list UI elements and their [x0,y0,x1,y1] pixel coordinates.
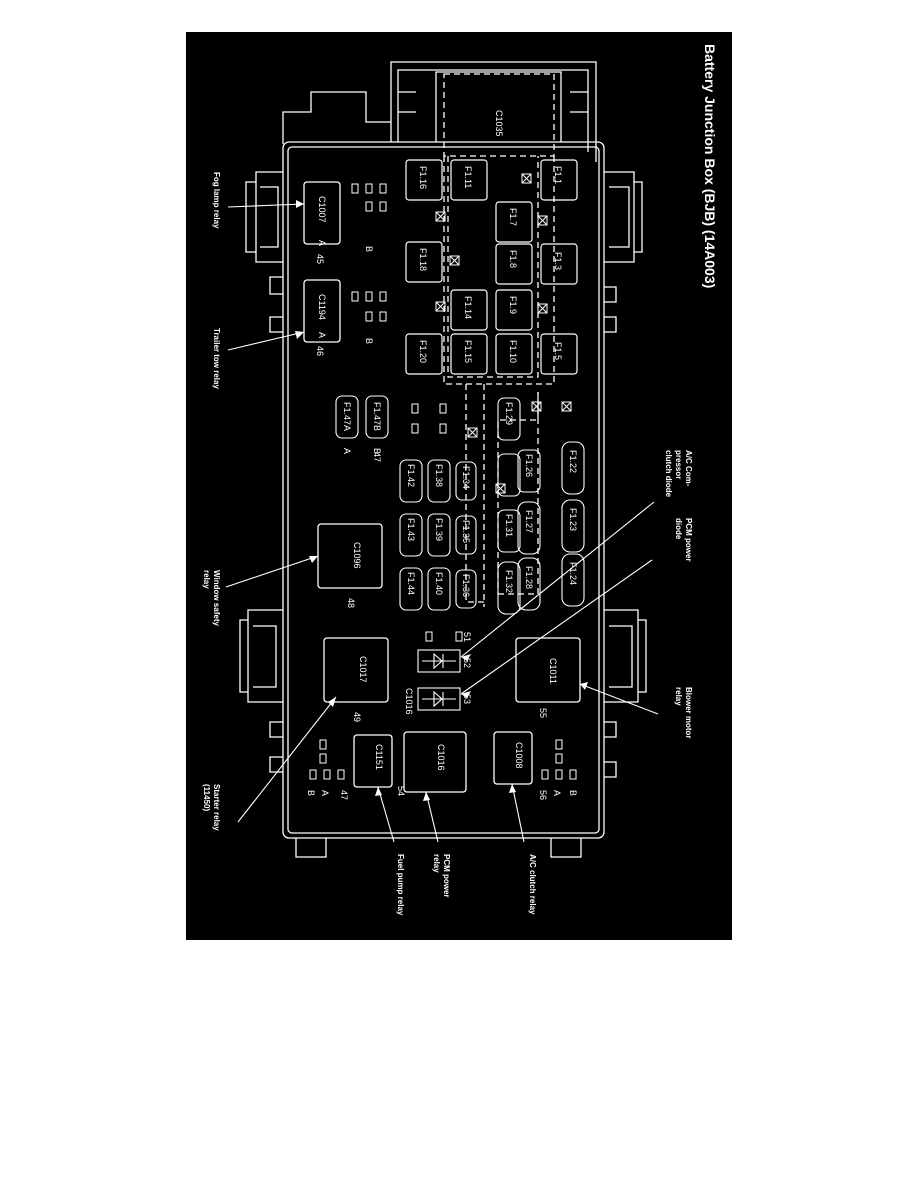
callout-fog-lamp-relay: Fog lamp relay [212,172,221,229]
fuse-label: F1.28 [524,566,534,589]
callout-pcm-power-relay: relay [432,854,441,873]
fuse-label: F1.23 [568,508,578,531]
diagram-title: Battery Junction Box (BJB) (14A003) [702,44,718,288]
pin-label-a: A [552,790,562,796]
callout-window-safety-relay: relay [202,570,211,589]
fuse-label: F1.40 [434,572,444,595]
fuse-label: F1.3 [553,252,563,270]
pin-label-45: 45 [315,254,325,264]
callout-blower-motor-relay: Blower motor [684,687,693,739]
fuse-label: F1.31 [504,514,514,537]
connector-c1016-diode: C1016 [404,688,414,715]
fuse-label: F1.5 [553,342,563,360]
connector-c1016-relay: C1016 [436,744,446,771]
fuse-label: F1.8 [508,250,518,268]
pin-label-56: 56 [538,790,548,800]
left-clip-2 [239,609,283,703]
fuse-label: F1.14 [463,296,473,319]
fuse-label: F1.20 [418,340,428,363]
left-clip [245,171,283,263]
pin-label-b: B [372,448,382,454]
connector-c1017: C1017 [358,656,368,683]
fuse-label: F1.47B [372,402,382,431]
callout-pcm-power-relay: PCM power [442,854,451,898]
callout-pcm-power-diode: diode [674,518,683,540]
callout-trailer-tow-relay: Trailer tow relay [212,328,221,389]
fuse-label: F1.36 [461,574,471,597]
pin-label-47b: 47 [339,790,349,800]
pin-label-55: 55 [538,708,548,718]
connector-c1151: C1151 [374,744,384,770]
fuse-label: F1.7 [508,208,518,226]
fuse-label: F1.39 [434,518,444,541]
connector-c1007: C1007 [317,196,327,223]
callout-ac-clutch-relay: A/C clutch relay [528,854,537,915]
right-clip [604,171,643,263]
fuse-label: F1.27 [524,510,534,533]
pin-label-54: 54 [396,786,406,796]
fuse-label: F1.15 [463,340,473,363]
fuse-label: F1.26 [524,454,534,477]
fuse-label: F1.11 [463,166,473,188]
pin-label-49: 49 [352,712,362,722]
callout-starter-relay: Starter relay [212,784,221,831]
fuse-label: F1.43 [406,518,416,541]
fuse-label: F1.1 [553,166,563,184]
fuse-label: F1.44 [406,572,416,595]
callout-blower-motor-relay: relay [674,687,683,706]
pin-label-52: 52 [462,658,472,668]
fuse-label: F1.38 [434,464,444,487]
connector-c1096: C1096 [352,542,362,569]
fuse-label: F1.10 [508,340,518,363]
bjb-diagram: Battery Junction Box (BJB) (14A003) C103… [202,44,718,916]
fuse-label: F1.29 [504,402,514,425]
callout-ac-compressor-diode: A/C Com- [684,450,693,487]
pin-label-47: 47 [372,452,382,462]
callout-fuel-pump-relay: Fuel pump relay [396,854,405,916]
fuse-label: F1.32 [504,570,514,593]
callout-window-safety-relay: Window safety [212,570,221,626]
fuse-label: F1.42 [406,464,416,487]
top-tower [390,61,597,162]
pin-label-51: 51 [462,632,472,642]
pin-label-a: A [342,448,352,454]
pin-label-b: B [364,246,374,252]
fuse-label: F1.9 [508,296,518,314]
fuse-label: F1.22 [568,450,578,473]
connector-c1194: C1194 [317,294,327,320]
pin-label-b: B [364,338,374,344]
connector-c1011: C1011 [548,658,558,684]
fuse-label: F1.34 [461,466,471,489]
callout-ac-compressor-diode: pressor [674,450,683,479]
callout-ac-compressor-diode: clutch diode [664,450,673,498]
callout-starter-relay: (11450) [202,784,211,811]
pin-label-46: 46 [315,346,325,356]
pin-label-53: 53 [462,694,472,704]
bjb-diagram-panel: Battery Junction Box (BJB) (14A003) C103… [186,32,732,940]
fuse-label: F1.47A [342,402,352,431]
fuse-label: F1.18 [418,248,428,271]
callout-pcm-power-diode: PCM power [684,518,693,562]
pin-label-b: B [306,790,316,796]
pin-label-b: B [568,790,578,796]
fuse-label: F1.16 [418,166,428,189]
connector-c1008: C1008 [514,742,524,769]
pin-label-a: A [317,332,327,338]
pin-label-48: 48 [346,598,356,608]
right-clip-2 [604,609,647,703]
fuse-label: F1.35 [461,520,471,543]
pin-label-a: A [317,240,327,246]
pin-label-a: A [320,790,330,796]
fuse-label: F1.24 [568,562,578,585]
connector-c1035: C1035 [494,110,504,137]
